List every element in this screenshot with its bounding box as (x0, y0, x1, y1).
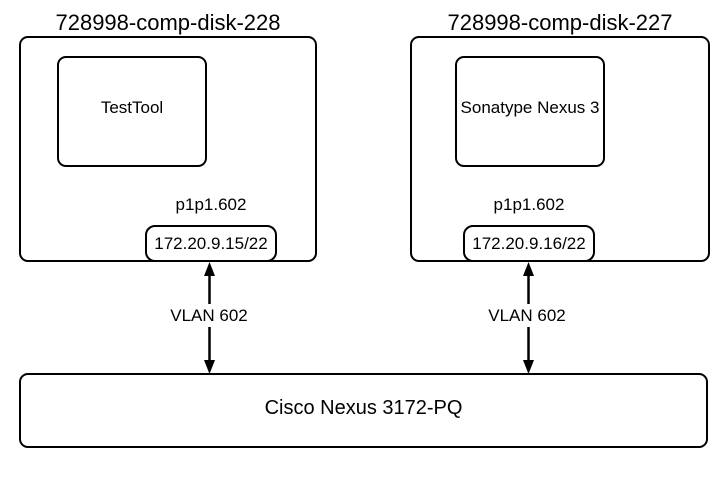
ip-label: 172.20.9.16/22 (472, 233, 586, 253)
ip-box: 172.20.9.15/22 (145, 225, 277, 262)
interface-label: p1p1.602 (493, 195, 565, 214)
app-box-nexus: Sonatype Nexus 3 (455, 56, 605, 167)
ip-box: 172.20.9.16/22 (463, 225, 595, 262)
app-box-testtool: TestTool (57, 56, 207, 167)
app-label: Sonatype Nexus 3 (460, 97, 600, 117)
arrow-down-head (204, 360, 215, 374)
interface-label: p1p1.602 (175, 195, 247, 214)
vlan-label: VLAN 602 (481, 304, 573, 327)
host-title-228: 728998-comp-disk-228 (55, 10, 281, 35)
switch-label: Cisco Nexus 3172-PQ (264, 396, 463, 419)
switch-box: Cisco Nexus 3172-PQ (19, 373, 708, 448)
app-label: TestTool (100, 97, 164, 117)
vlan-label: VLAN 602 (163, 304, 255, 327)
host-title-227: 728998-comp-disk-227 (447, 10, 673, 35)
arrow-down-head (523, 360, 534, 374)
arrow-up-head (523, 262, 534, 276)
arrow-up-head (204, 262, 215, 276)
ip-label: 172.20.9.15/22 (154, 233, 268, 253)
